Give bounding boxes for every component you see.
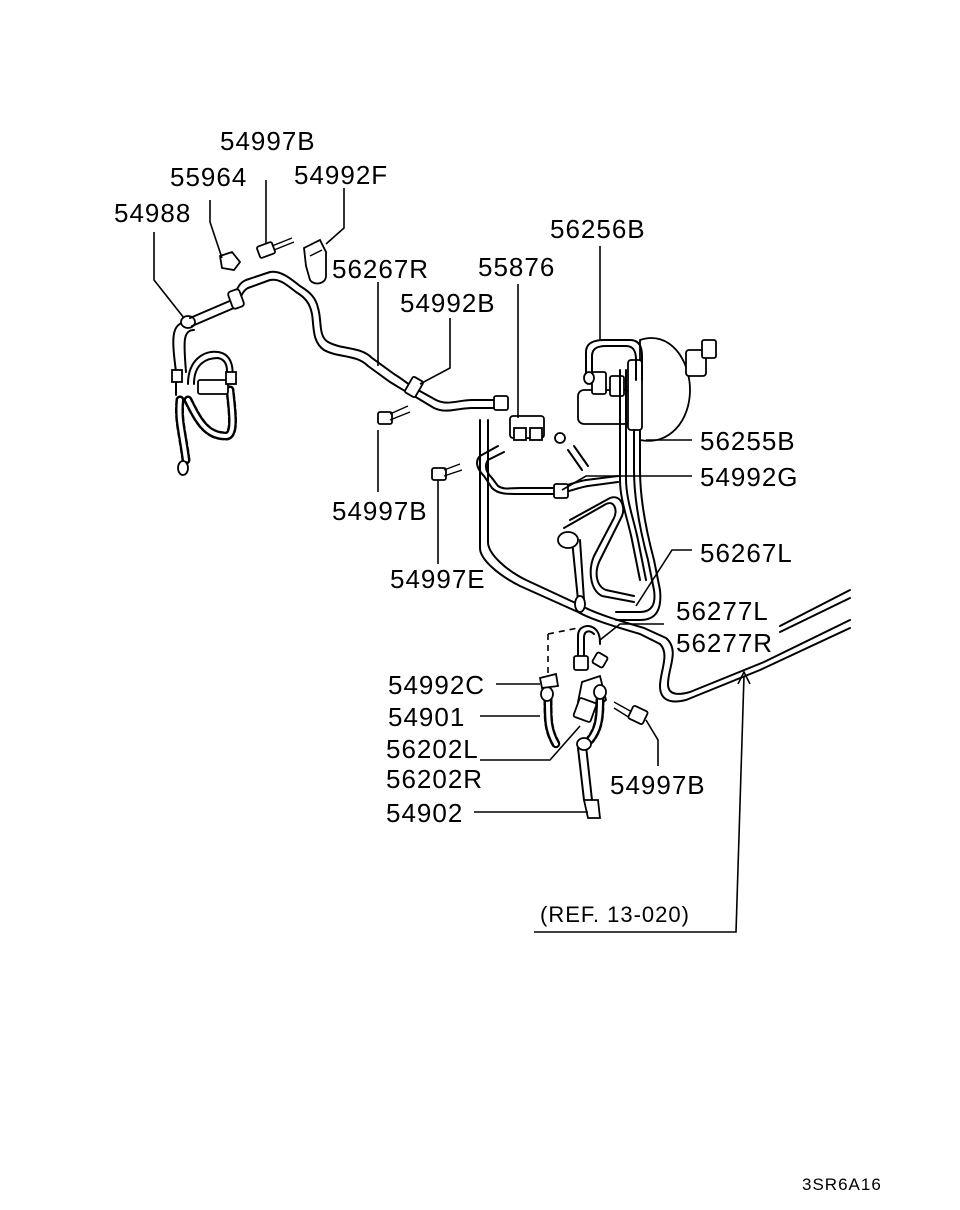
- label-54992F: 54992F: [294, 160, 388, 190]
- bolt-54997E: [431, 463, 463, 481]
- clip-55964: [218, 250, 242, 271]
- label-54992B: 54992B: [400, 288, 496, 318]
- label-56267R: 56267R: [332, 254, 429, 284]
- label-54992G: 54992G: [700, 462, 799, 492]
- pipe-junction-middle: [476, 445, 635, 613]
- label-54997E: 54997E: [390, 564, 486, 594]
- label-54997B-top: 54997B: [220, 126, 316, 156]
- pipe-56256B: [583, 339, 643, 385]
- label-54901: 54901: [388, 702, 465, 732]
- label-56255B: 56255B: [700, 426, 796, 456]
- label-54988: 54988: [114, 198, 191, 228]
- left-front-hose-assembly: [171, 315, 237, 476]
- label-55964: 55964: [170, 162, 247, 192]
- label-56267L: 56267L: [700, 538, 793, 568]
- right-front-hose-assembly: [538, 625, 609, 819]
- reference-label: (REF. 13-020): [540, 902, 690, 927]
- bolt-54997B-top: [256, 237, 295, 259]
- label-54902: 54902: [386, 798, 463, 828]
- diagram-code: 3SR6A16: [802, 1175, 882, 1194]
- pipe-56267L: [479, 419, 851, 703]
- leader-lines: [153, 180, 751, 933]
- label-56202L: 56202L: [386, 734, 479, 764]
- pipe-56255B: [615, 369, 662, 621]
- label-54992C: 54992C: [388, 670, 485, 700]
- label-56256B: 56256B: [550, 214, 646, 244]
- bolt-54997B-mid: [377, 405, 411, 425]
- clamp-54992F: [303, 238, 327, 285]
- label-55876: 55876: [478, 252, 555, 282]
- label-56277R: 56277R: [676, 628, 773, 658]
- master-cylinder-booster: [577, 337, 717, 442]
- label-54997B-low: 54997B: [610, 770, 706, 800]
- pipe-56267R: [189, 270, 509, 412]
- label-56277L: 56277L: [676, 596, 769, 626]
- label-56202R: 56202R: [386, 764, 483, 794]
- bolt-54997B-low: [613, 701, 649, 725]
- valve-55876: [509, 415, 566, 444]
- label-54997B-mid: 54997B: [332, 496, 428, 526]
